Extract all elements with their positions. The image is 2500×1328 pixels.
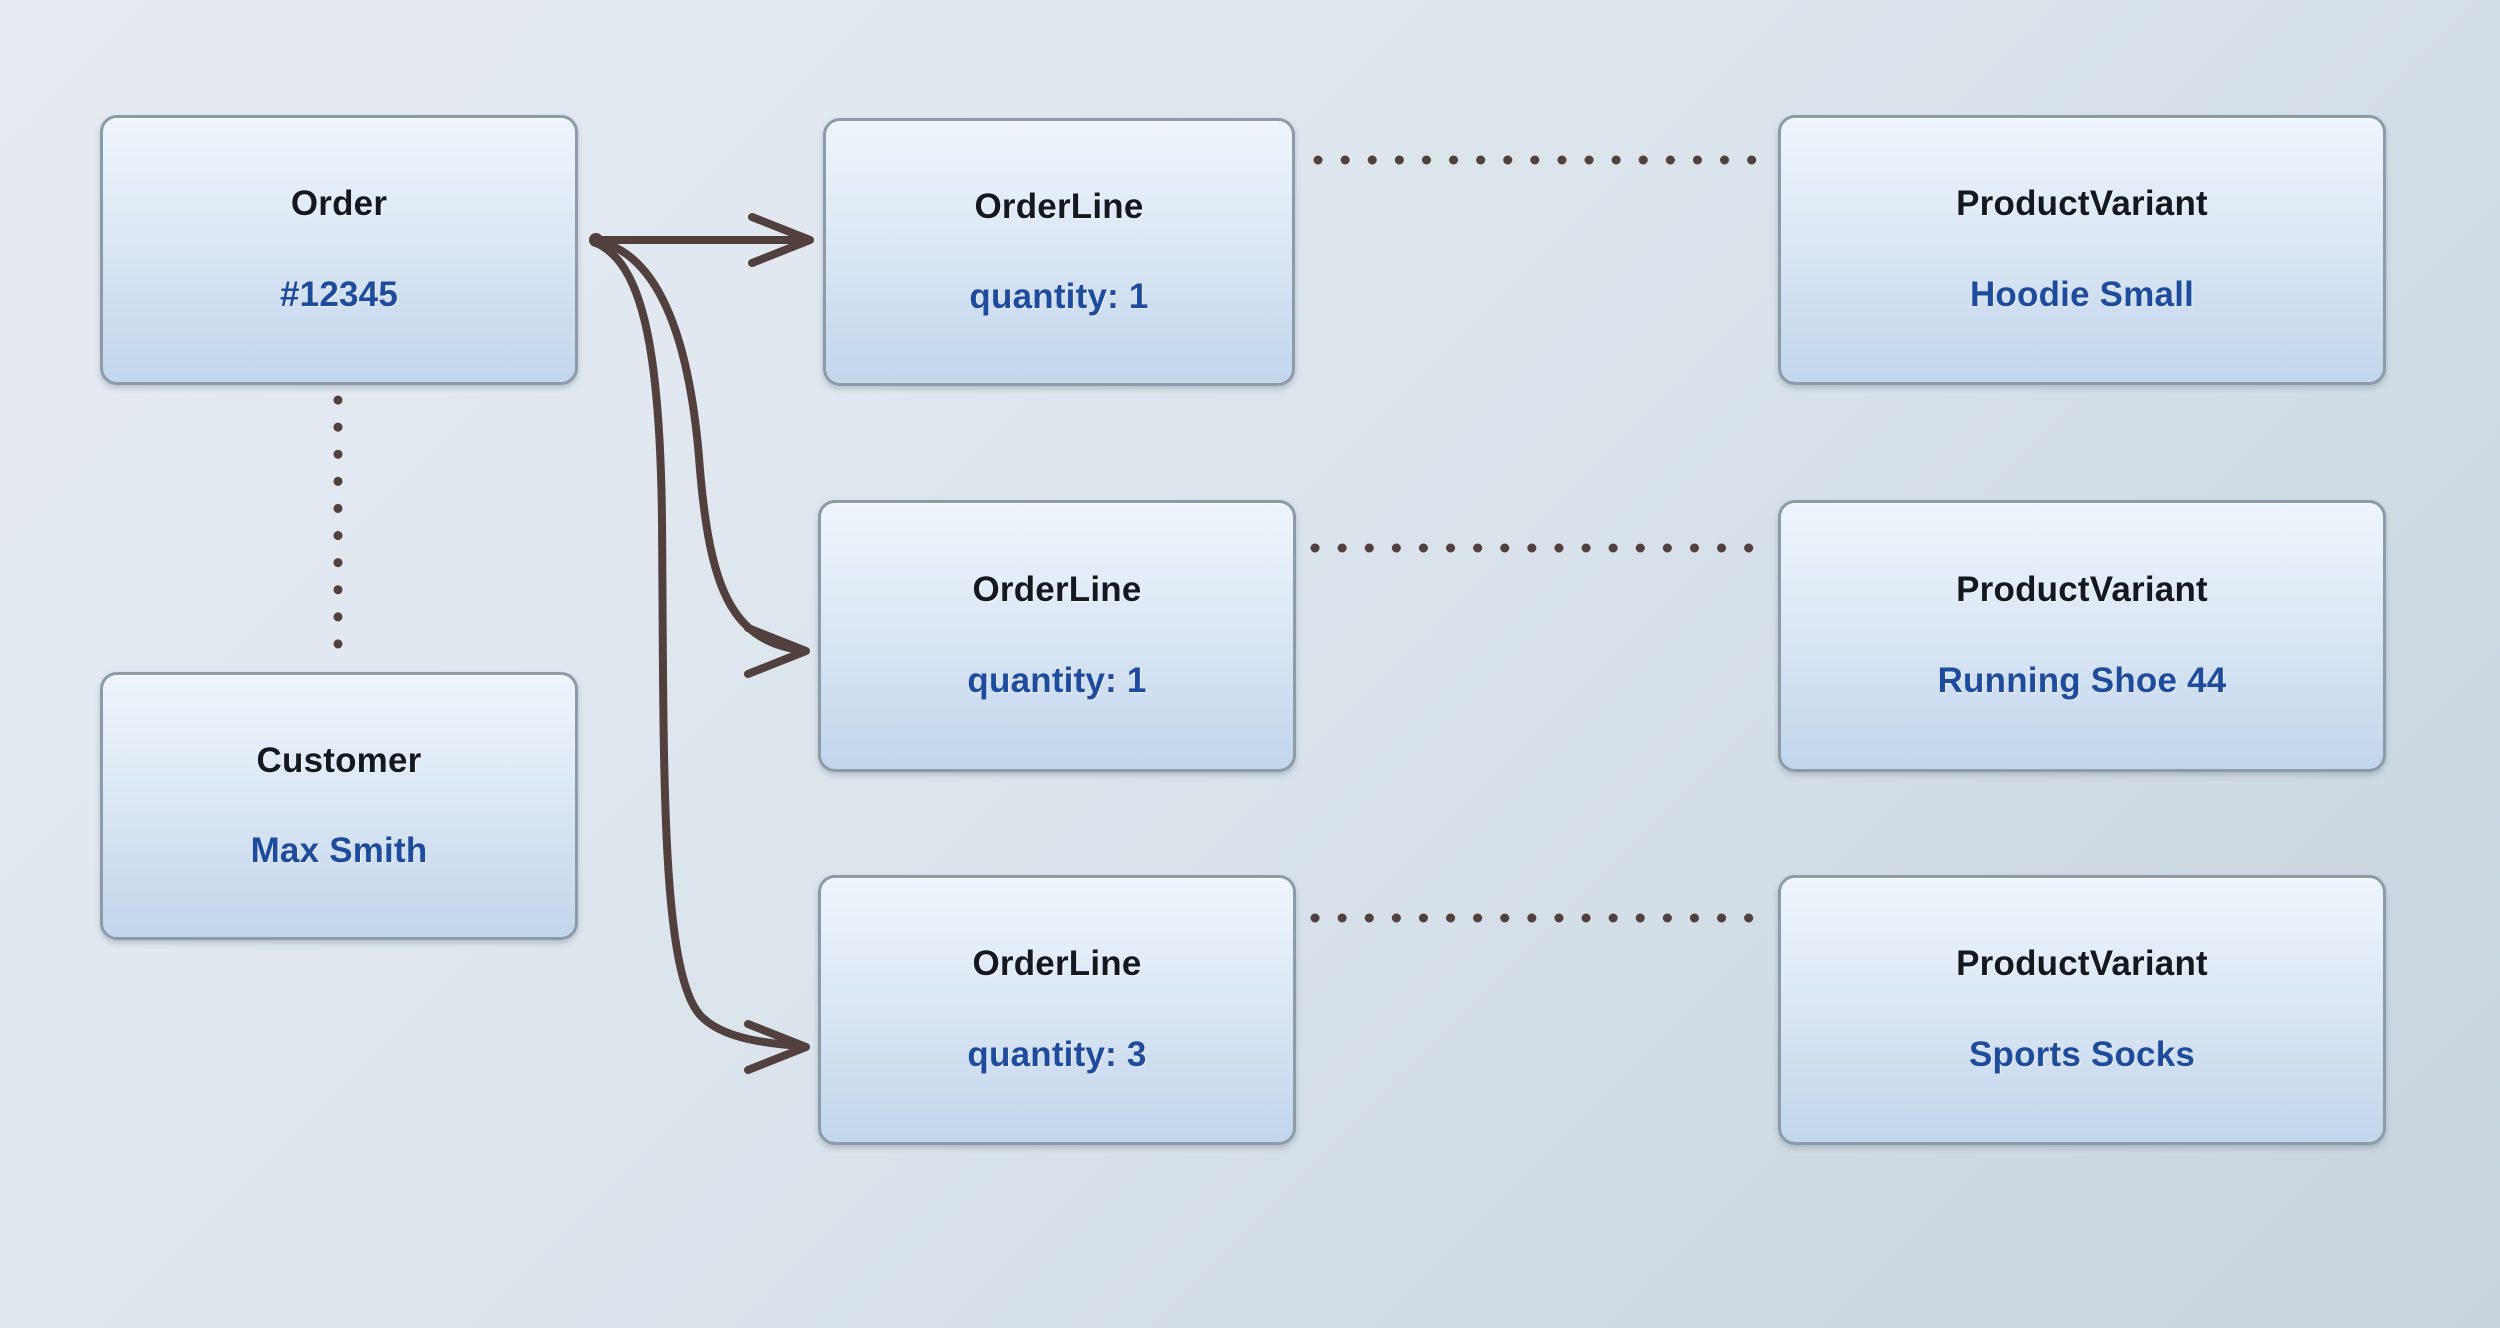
node-productvariant-1-title: ProductVariant — [1956, 184, 2208, 224]
node-productvariant-3-value: Sports Socks — [1968, 1035, 2196, 1075]
node-productvariant-2-title: ProductVariant — [1956, 569, 2208, 609]
node-orderline-3[interactable]: OrderLine quantity: 3 — [818, 875, 1296, 1145]
node-order-value: #12345 — [280, 275, 398, 315]
node-orderline-2-value: quantity: 1 — [967, 661, 1147, 701]
node-orderline-1-value: quantity: 1 — [969, 276, 1149, 316]
node-customer[interactable]: Customer Max Smith — [100, 672, 578, 940]
edge-origin-dot — [589, 233, 603, 247]
node-order[interactable]: Order #12345 — [100, 115, 578, 385]
node-productvariant-2-value: Running Shoe 44 — [1937, 661, 2227, 701]
node-orderline-1[interactable]: OrderLine quantity: 1 — [823, 118, 1295, 386]
node-productvariant-1[interactable]: ProductVariant Hoodie Small — [1778, 115, 2386, 385]
node-order-title: Order — [290, 184, 388, 224]
edge-order-to-orderline-2 — [592, 237, 810, 678]
node-productvariant-2[interactable]: ProductVariant Running Shoe 44 — [1778, 500, 2386, 772]
edge-order-to-orderline-3 — [592, 239, 810, 1074]
node-productvariant-3-title: ProductVariant — [1956, 944, 2208, 984]
node-productvariant-3[interactable]: ProductVariant Sports Socks — [1778, 875, 2386, 1145]
node-customer-value: Max Smith — [250, 830, 428, 870]
node-productvariant-1-value: Hoodie Small — [1969, 275, 2195, 315]
edge-order-to-orderline-1 — [592, 213, 814, 267]
node-customer-title: Customer — [256, 740, 422, 780]
node-orderline-3-value: quantity: 3 — [967, 1035, 1147, 1075]
node-orderline-3-title: OrderLine — [972, 944, 1142, 984]
node-orderline-2-title: OrderLine — [972, 569, 1142, 609]
node-orderline-2[interactable]: OrderLine quantity: 1 — [818, 500, 1296, 772]
node-orderline-1-title: OrderLine — [974, 186, 1144, 226]
